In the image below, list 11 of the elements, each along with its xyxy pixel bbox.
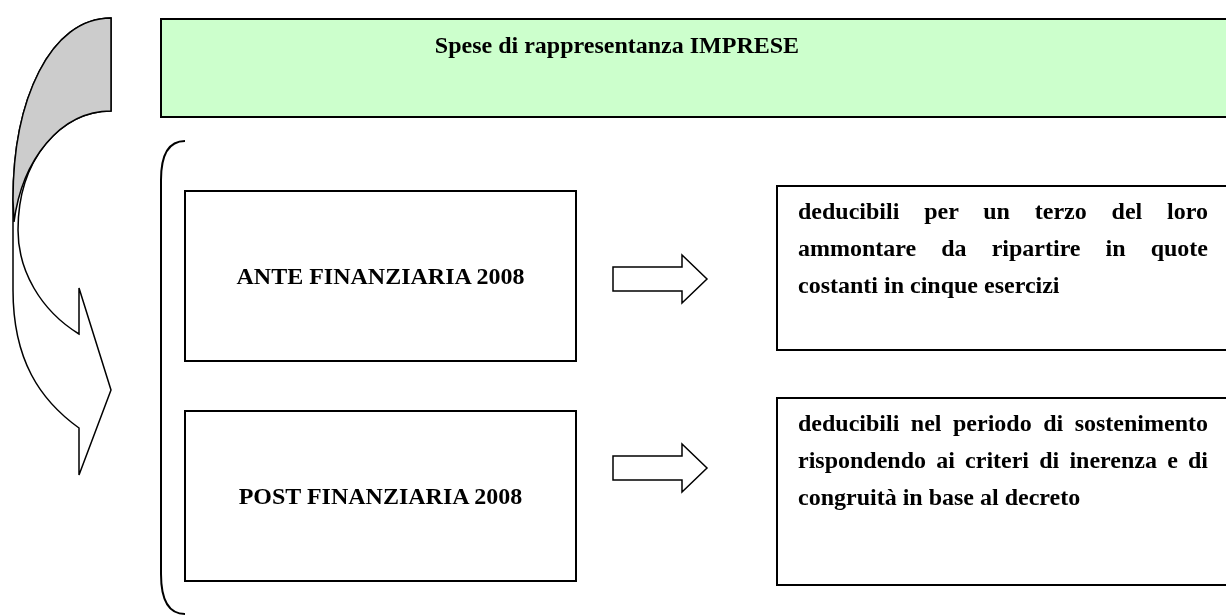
period-box (184, 190, 577, 362)
period-box (184, 410, 577, 582)
title-text: Spese di rappresentanza IMPRESE (433, 32, 801, 59)
period-label: ANTE FINANZIARIA 2008 (236, 262, 525, 291)
rule-text: deducibili per un terzo del loro ammontare da ripartire in quote costanti in cinque esercizi (798, 197, 1208, 300)
title-banner (160, 18, 1226, 118)
period-label: POST FINANZIARIA 2008 (238, 482, 523, 511)
block-arrow (612, 442, 709, 494)
bracket (160, 140, 1226, 615)
block-arrow (612, 253, 709, 305)
rule-text: deducibili nel periodo di sostenimento rispondendo ai criteri di inerenza e di congruità in base al decreto (798, 409, 1208, 512)
